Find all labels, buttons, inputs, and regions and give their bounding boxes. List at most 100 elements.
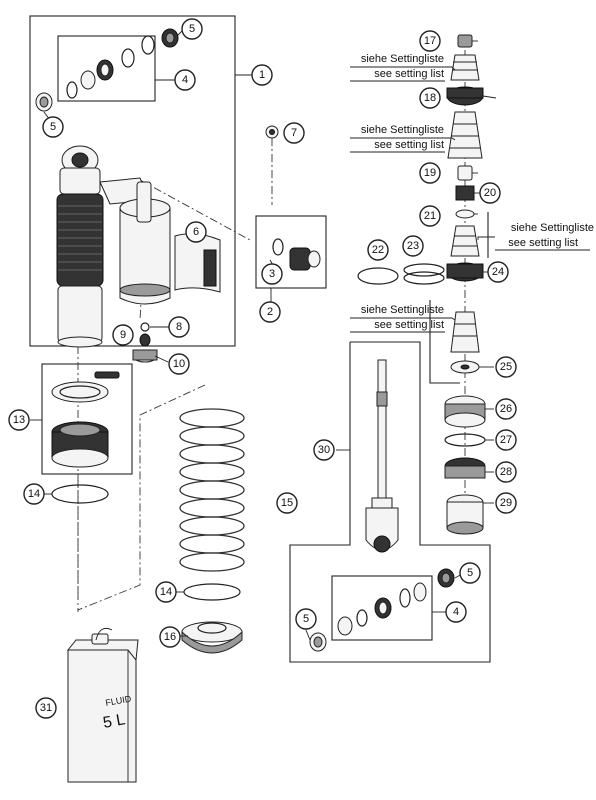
frame-adjuster-13	[41, 363, 133, 475]
svg-text:4: 4	[453, 606, 459, 618]
frame-piston-rod-30	[289, 341, 491, 663]
ring-22	[357, 267, 399, 285]
callout-5-top-left: 5	[42, 116, 64, 138]
reservoir	[119, 181, 171, 305]
svg-text:20: 20	[484, 187, 496, 199]
note-3-en: see setting list	[508, 237, 578, 249]
callout-5-top-right: 5	[181, 18, 203, 40]
svg-text:30: 30	[318, 444, 330, 456]
callout-27: 27	[495, 429, 517, 451]
fluid-can-label: FLUID	[105, 694, 133, 708]
note-4-en: see setting list	[374, 319, 444, 331]
svg-text:17: 17	[424, 35, 436, 47]
leader-lines	[30, 29, 497, 641]
svg-text:5: 5	[303, 613, 309, 625]
svg-text:8: 8	[176, 321, 182, 333]
setting-list-notes: siehe Settingliste see setting list sieh…	[350, 53, 594, 333]
svg-text:6: 6	[193, 226, 199, 238]
callout-19: 19	[419, 162, 441, 184]
svg-text:5: 5	[50, 121, 56, 133]
svg-text:31: 31	[40, 702, 52, 714]
callout-10: 10	[168, 353, 190, 375]
callout-18: 18	[419, 87, 441, 109]
frame-seal-kit-4-bottom	[331, 575, 433, 641]
frame-valve-2	[255, 215, 327, 289]
svg-text:5: 5	[189, 23, 195, 35]
label-sleeve-6	[174, 233, 221, 293]
callout-5-bottom-left: 5	[295, 608, 317, 630]
callout-28: 28	[495, 461, 517, 483]
svg-text:1: 1	[259, 69, 265, 81]
svg-text:21: 21	[424, 210, 436, 222]
svg-text:13: 13	[13, 414, 25, 426]
svg-text:26: 26	[500, 403, 512, 415]
callout-20: 20	[479, 182, 501, 204]
svg-text:18: 18	[424, 92, 436, 104]
callout-29: 29	[495, 492, 517, 514]
note-2-de: siehe Settingliste	[361, 124, 444, 136]
svg-text:15: 15	[281, 497, 293, 509]
svg-text:14: 14	[28, 488, 40, 500]
bracket-setting-list-4	[429, 300, 460, 384]
callout-17: 17	[419, 30, 441, 52]
svg-text:28: 28	[500, 466, 512, 478]
spring-seat-16	[181, 621, 243, 654]
svg-text:27: 27	[500, 434, 512, 446]
svg-text:16: 16	[164, 631, 176, 643]
bleed-screw-7	[265, 125, 279, 139]
assembly-frames	[29, 15, 491, 663]
note-1-de: siehe Settingliste	[361, 53, 444, 65]
svg-text:3: 3	[269, 268, 275, 280]
callout-4-bottom: 4	[445, 601, 467, 623]
o-ring-14-left	[51, 484, 109, 504]
callout-1: 1	[251, 64, 273, 86]
callout-3: 3	[261, 263, 283, 285]
small-parts-8-9-10	[132, 322, 158, 363]
callout-25: 25	[495, 356, 517, 378]
callout-6: 6	[185, 221, 207, 243]
callout-21: 21	[419, 205, 441, 227]
svg-text:14: 14	[160, 586, 172, 598]
callout-5-bottom-right: 5	[459, 562, 481, 584]
note-2-en: see setting list	[374, 139, 444, 151]
frame-shock-assembly-1	[29, 15, 236, 347]
callout-4-top: 4	[174, 69, 196, 91]
callout-13: 13	[8, 409, 30, 431]
callout-24: 24	[487, 261, 509, 283]
svg-text:9: 9	[120, 329, 126, 341]
callout-14-left: 14	[23, 483, 45, 505]
note-3-de: siehe Settingliste	[511, 222, 594, 234]
callout-15: 15	[276, 492, 298, 514]
seal-kit-top-parts	[35, 28, 179, 112]
callout-30: 30	[313, 439, 335, 461]
frame-seal-kit-4-top	[57, 35, 156, 102]
note-4-de: siehe Settingliste	[361, 304, 444, 316]
svg-text:25: 25	[500, 361, 512, 373]
callout-8: 8	[168, 316, 190, 338]
svg-text:24: 24	[492, 266, 504, 278]
preload-adjuster-13	[51, 371, 120, 468]
callout-23: 23	[402, 235, 424, 257]
callout-2: 2	[259, 301, 281, 323]
svg-text:7: 7	[291, 127, 297, 139]
valve-assembly-3	[272, 238, 321, 271]
piston-rod-30	[365, 359, 399, 553]
fluid-can-volume: 5 L	[102, 711, 127, 732]
callout-14-right: 14	[155, 581, 177, 603]
fluid-can-31: FLUID 5 L	[66, 627, 139, 783]
svg-text:19: 19	[424, 167, 436, 179]
spring	[179, 408, 245, 572]
svg-text:4: 4	[182, 74, 188, 86]
shock-body	[56, 145, 151, 348]
svg-text:22: 22	[372, 244, 384, 256]
callout-9: 9	[112, 324, 134, 346]
svg-text:29: 29	[500, 497, 512, 509]
callout-26: 26	[495, 398, 517, 420]
callout-7: 7	[283, 122, 305, 144]
svg-text:2: 2	[267, 306, 273, 318]
seal-kit-bottom-parts	[309, 568, 455, 652]
callout-31: 31	[35, 697, 57, 719]
shim-stack-parts	[444, 34, 486, 535]
callout-16: 16	[159, 626, 181, 648]
